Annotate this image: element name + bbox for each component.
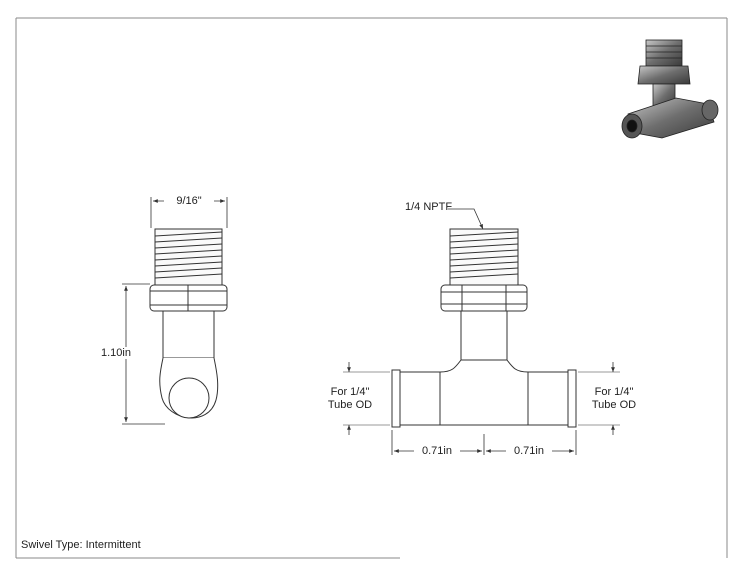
side-ring <box>159 357 219 419</box>
front-hex-nut <box>440 284 528 312</box>
front-tee-body <box>439 359 529 426</box>
left-port-label-line1: For 1/4" <box>330 386 370 398</box>
right-collet <box>527 369 577 428</box>
front-view <box>343 208 620 455</box>
thread-callout-label: 1/4 NPTF <box>405 201 453 213</box>
side-view <box>122 197 228 425</box>
front-thread <box>449 228 519 286</box>
swivel-type-note: Swivel Type: Intermittent <box>21 539 141 551</box>
left-length-label: 0.71in <box>414 445 460 457</box>
right-length-label: 0.71in <box>506 445 552 457</box>
thread-leader <box>448 208 484 230</box>
right-port-label-line2: Tube OD <box>591 399 637 411</box>
side-body <box>162 310 215 359</box>
front-stem <box>460 310 508 364</box>
right-port-label-line1: For 1/4" <box>594 386 634 398</box>
width-dimension-label: 9/16" <box>164 195 214 207</box>
fitting-3d-thumbnail <box>621 39 719 139</box>
height-dimension-label: 1.10in <box>101 347 131 359</box>
sheet-border <box>15 17 728 559</box>
side-hex-nut <box>149 284 228 312</box>
side-thread <box>154 228 223 286</box>
left-collet <box>391 369 441 428</box>
left-port-label-line2: Tube OD <box>327 399 373 411</box>
